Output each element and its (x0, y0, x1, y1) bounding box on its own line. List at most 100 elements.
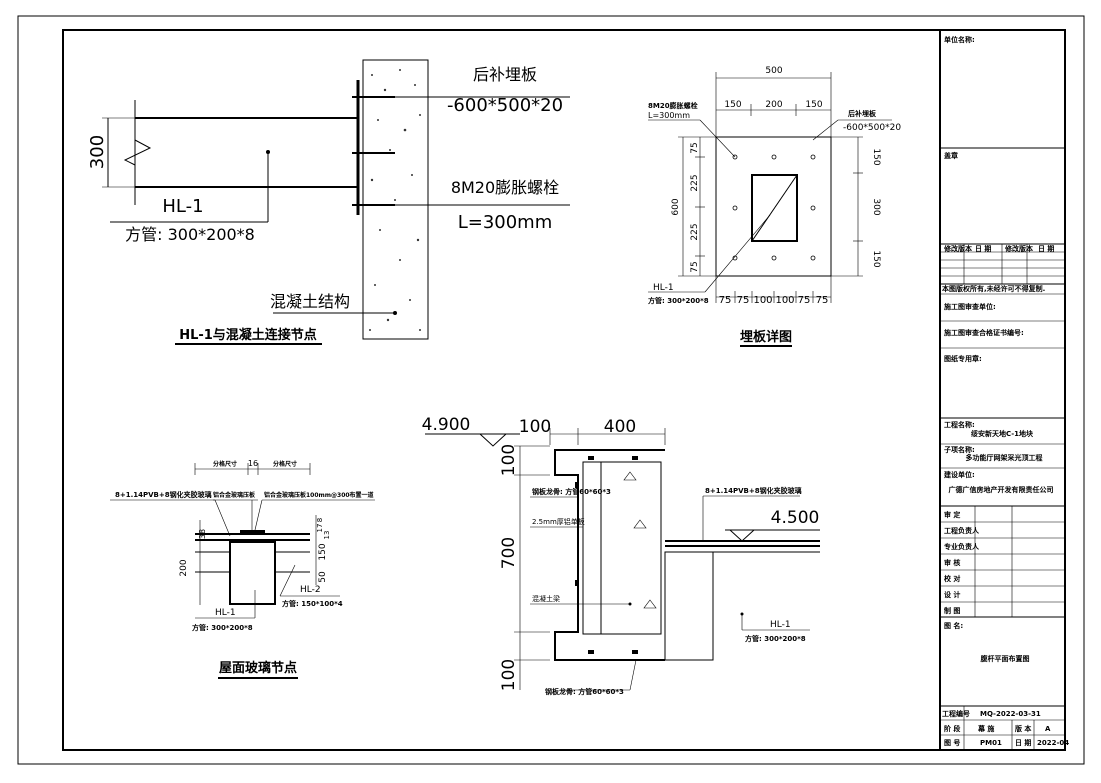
section-elev-top: 4.900 (422, 415, 471, 435)
tb-sign-row-7: 制 图 (944, 606, 960, 615)
section-beam-label: HL-1 (770, 620, 791, 630)
plate-dim-top-1: 150 (724, 100, 741, 110)
plate-dim-bottom-5: 75 (798, 295, 811, 306)
roof-pressure-label: 铝合金玻璃压板 (213, 491, 256, 499)
plate-dim-right-3: 150 (871, 250, 881, 267)
left-dim-300: 300 (87, 135, 108, 169)
tb-project-no-value: MQ-2022-03-31 (980, 710, 1041, 718)
tb-version-value: A (1045, 725, 1051, 733)
roof-dim-v-right-4: 150 (318, 543, 328, 560)
plate-dim-top-3: 150 (805, 100, 822, 110)
roof-dim-v-left-2: 200 (179, 559, 189, 576)
tb-stage-value: 幕 施 (977, 724, 994, 733)
title-block: 单位名称: 盖章 修改版本 日 期 修改版本 日 期 本图版权所有,未经许可不得… (939, 30, 1069, 750)
tb-rev-header-2: 日 期 (975, 244, 991, 253)
section-dim-100-v: 100 (499, 444, 519, 476)
tb-sign-row-6: 设 计 (944, 590, 960, 599)
left-beam-section: 方管: 300*200*8 (125, 225, 255, 244)
tb-unit-name: 单位名称: (944, 35, 975, 44)
left-bolt-label: 8M20膨胀螺栓 (451, 178, 559, 197)
section-beam (664, 551, 714, 661)
roof-beam1-section: 方管: 300*200*8 (192, 623, 253, 632)
concrete-wall (362, 59, 429, 340)
plate-plate-label: 后补埋板 (848, 109, 877, 118)
left-bolt-length: L=300mm (458, 212, 553, 233)
roof-glass-label: 8+1.14PVB+8钢化夹胶玻璃 (115, 490, 212, 499)
tb-version-label: 版 本 (1015, 724, 1031, 733)
roof-clamp-label: 铝合金玻璃压板100mm@300布置一道 (264, 491, 374, 499)
left-detail: 300 HL-1 方管: 300*200*8 后补埋板 -600*500*20 … (87, 59, 570, 345)
tb-sign-row-2: 工程负责人 (944, 526, 980, 535)
tb-stage-label: 阶 段 (944, 724, 960, 733)
plate-dim-bottom-2: 75 (737, 295, 750, 306)
roof-dim-v-left-1: 38 (198, 529, 207, 539)
tb-rev-header-1: 修改版本 (943, 244, 972, 253)
aluminum-cladding (554, 449, 665, 661)
roof-glass-detail: 分格尺寸 16 分格尺寸 38 200 8 17 13 150 50 8+1.1… (110, 459, 375, 679)
plate-bolt-label: 8M20膨胀螺栓 (648, 101, 698, 110)
tb-rev-header-4: 日 期 (1038, 244, 1054, 253)
plate-dim-height: 600 (671, 198, 681, 215)
roof-beam1-label: HL-1 (215, 608, 236, 618)
tb-sign-row-3: 专业负责人 (944, 542, 980, 551)
plate-dim-left-3: 225 (690, 223, 700, 240)
plate-dim-bottom-4: 100 (775, 295, 794, 306)
concrete-beam (600, 461, 662, 635)
tb-review-cert: 施工图审查合格证书编号: (944, 328, 1024, 337)
plate-dim-left-2: 225 (690, 174, 700, 191)
tb-drawing-no-value: PM01 (980, 739, 1002, 747)
plate-detail: 500 150 200 150 600 75 225 225 75 150 30… (648, 66, 901, 347)
plate-dim-right-1: 150 (871, 148, 881, 165)
tb-design-cert: 施工图审查单位: (944, 302, 996, 311)
roof-dim-v-right-3: 13 (323, 531, 331, 540)
section-plate-label: 2.5mm厚铝单板 (532, 517, 585, 526)
tb-note: 本图版权所有,未经许可不得复制. (941, 284, 1045, 293)
plate-dim-left-4: 75 (690, 261, 700, 272)
section-elev-right: 4.500 (771, 508, 820, 528)
plate-dim-bottom-6: 75 (816, 295, 829, 306)
roof-beam-hl1 (229, 541, 276, 605)
tb-sign-row-1: 审 定 (944, 510, 960, 519)
tb-drawing-no-label: 图 号 (944, 738, 960, 747)
tb-project-no-label: 工程编号 (942, 709, 970, 718)
roof-detail-title: 屋面玻璃节点 (219, 660, 297, 676)
left-detail-title: HL-1与混凝土连接节点 (179, 327, 317, 343)
section-dim-100-bottom: 100 (499, 659, 519, 691)
tb-drawing-label: 图 名: (944, 621, 963, 630)
plate-bolt-length: L=300mm (648, 111, 690, 120)
section-glass-label: 8+1.14PVB+8钢化夹胶玻璃 (705, 486, 802, 495)
tb-rev-header-3: 修改版本 (1004, 244, 1033, 253)
tb-client-value: 广德广信房地产开发有限责任公司 (949, 485, 1054, 494)
tb-date-value: 2022-04 (1037, 739, 1069, 747)
section-steel-label: 钢板龙骨: 方管60*60*3 (532, 487, 611, 496)
roof-dim-grid-3: 分格尺寸 (273, 460, 297, 468)
left-plate-label: 后补埋板 (473, 65, 537, 84)
plate-dim-bottom-3: 100 (753, 295, 772, 306)
tb-sub-label: 子项名称: (944, 445, 975, 454)
inner-frame (62, 29, 1066, 751)
section-dim-100-top: 100 (519, 417, 551, 437)
plate-dim-total: 500 (765, 66, 782, 76)
tb-seal-area: 图纸专用章: (944, 354, 982, 363)
tb-project-value: 绥安新天地C-1地块 (971, 429, 1034, 438)
tb-drawing-value: 腹杆平面布置图 (980, 654, 1030, 663)
left-beam-label: HL-1 (162, 196, 203, 217)
plate-dim-right-2: 300 (871, 198, 881, 215)
section-dim-400: 400 (604, 417, 636, 437)
roof-beam2-section: 方管: 150*100*4 (282, 599, 343, 608)
roof-dim-grid-1: 分格尺寸 (213, 460, 237, 468)
plate-dim-left-1: 75 (690, 142, 700, 153)
tb-sub-value: 多功能厅网架采光顶工程 (966, 453, 1043, 462)
roof-dim-v-right-5: 50 (318, 571, 328, 583)
plate-beam-section: 方管: 300*200*8 (648, 296, 709, 305)
tb-sign-row-4: 审 核 (944, 558, 960, 567)
section-concrete-label: 混凝土梁 (532, 594, 560, 603)
outer-frame (17, 15, 1085, 765)
section-dim-700: 700 (499, 537, 519, 569)
plate-tube-opening (751, 174, 798, 242)
plate-detail-title: 埋板详图 (740, 329, 792, 345)
roof-dim-v-right-2: 17 (316, 524, 324, 533)
tb-client-label: 建设单位: (944, 470, 975, 479)
